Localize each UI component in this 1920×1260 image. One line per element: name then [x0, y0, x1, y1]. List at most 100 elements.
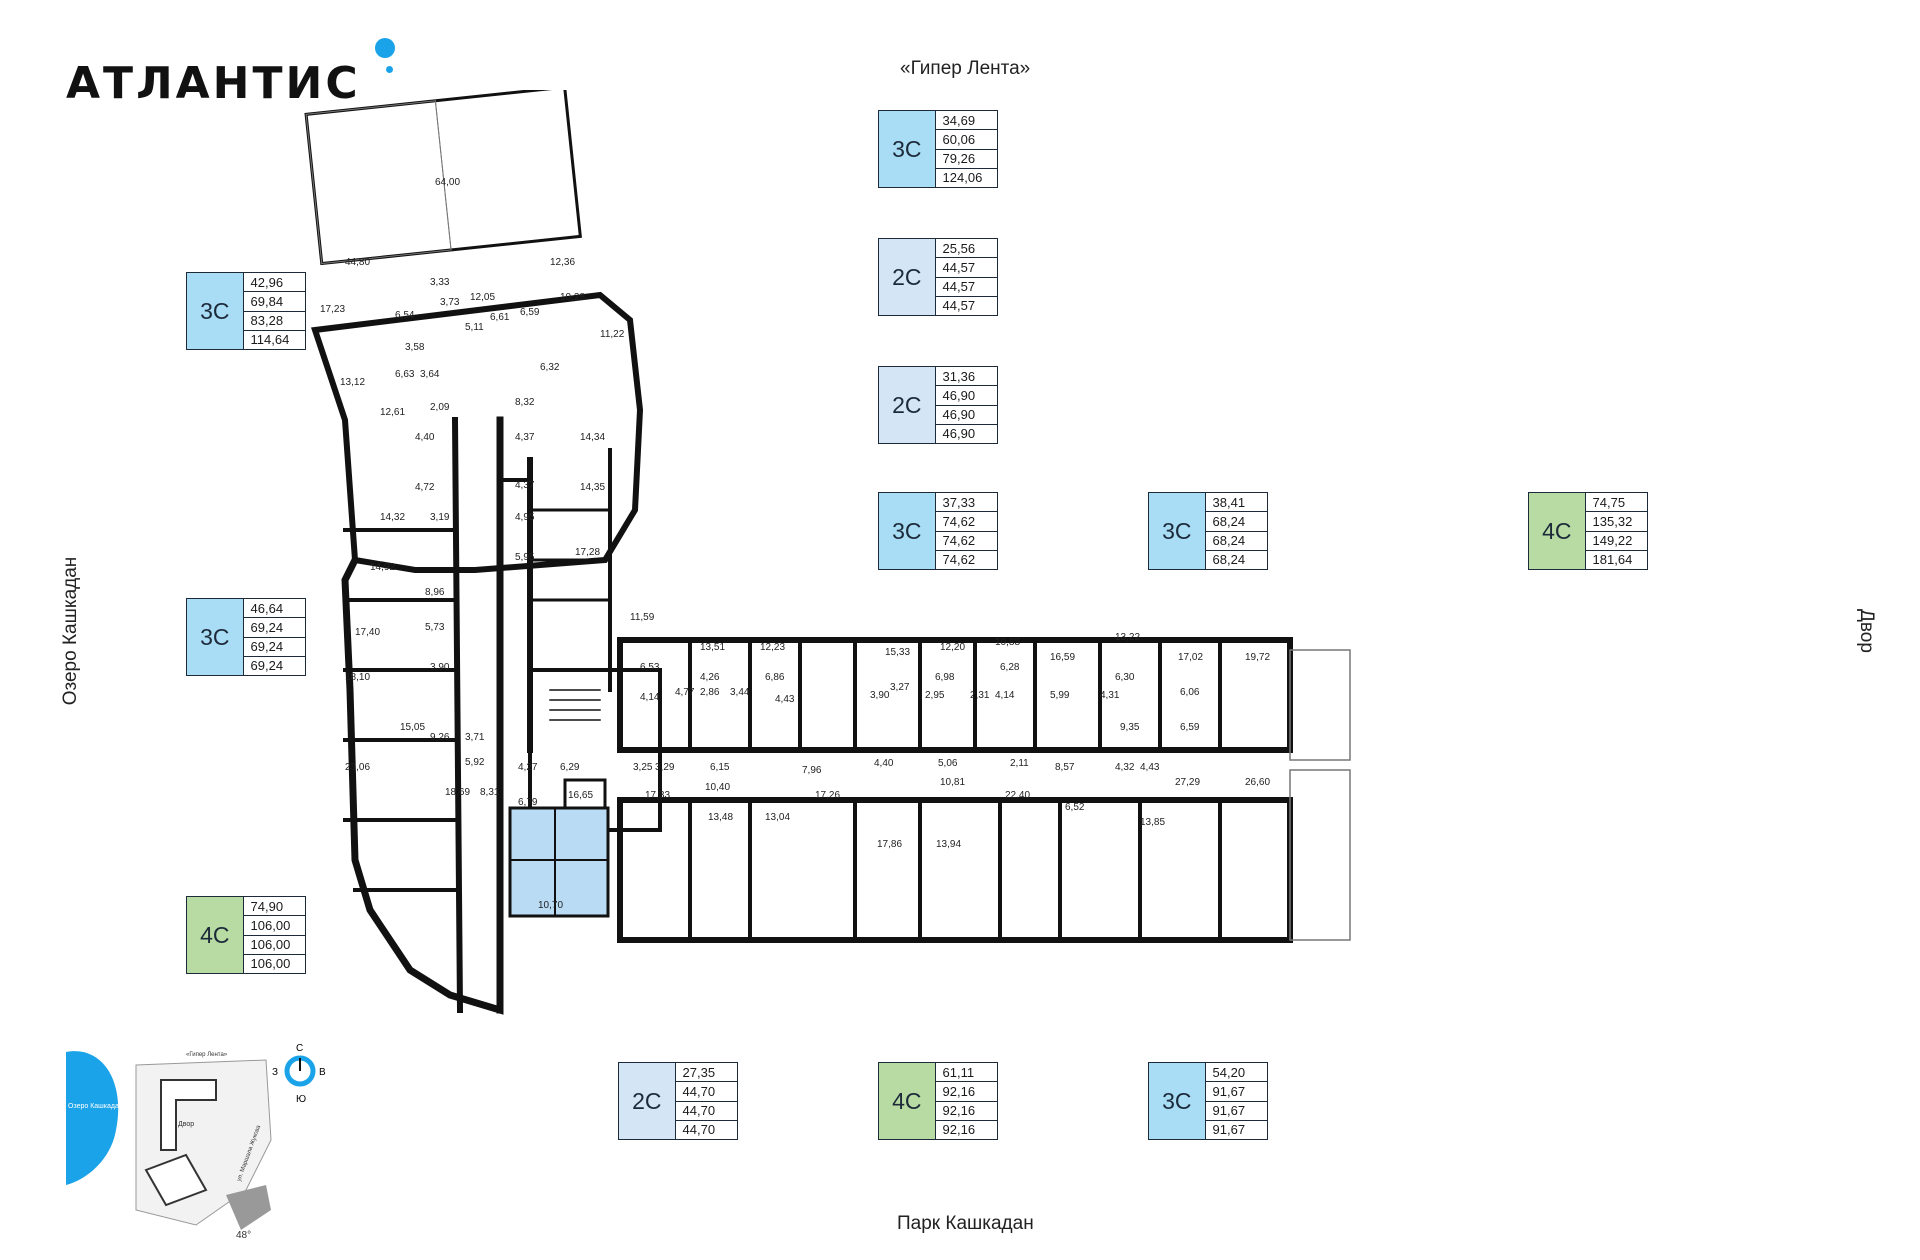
room-area: 13,12 — [340, 377, 365, 388]
room-area: 3,33 — [430, 277, 450, 288]
apartment-type: 3С — [879, 493, 936, 569]
room-area: 3,44 — [730, 687, 750, 698]
minimap-angle-label: 48° — [236, 1230, 251, 1240]
room-area: 18,10 — [345, 672, 370, 683]
area-value: 149,22 — [1585, 532, 1647, 551]
area-value: 54,20 — [1205, 1063, 1267, 1083]
room-area: 8,32 — [515, 397, 535, 408]
room-area: 4,14 — [640, 692, 660, 703]
area-value: 69,24 — [250, 658, 284, 674]
room-area: 5,99 — [1050, 690, 1070, 701]
room-area: 23,06 — [345, 762, 370, 773]
room-area: 26,60 — [1245, 777, 1270, 788]
room-area: 12,05 — [470, 292, 495, 303]
area-value: 44,57 — [935, 258, 997, 278]
apartment-type: 3С — [879, 111, 936, 187]
area-value: 74,75 — [1585, 493, 1647, 513]
room-area: 14,34 — [580, 432, 605, 443]
room-area: 3,90 — [430, 662, 450, 673]
room-area: 3,71 — [465, 732, 485, 743]
site-minimap: Озеро Кашкадан «Гипер Лента» Двор ул. Ма… — [66, 1051, 272, 1240]
room-area: 3,58 — [405, 342, 425, 353]
highlighted-apartment — [508, 806, 610, 918]
room-area: 4,72 — [415, 482, 435, 493]
room-area: 5,11 — [465, 322, 484, 333]
logo-dot-small-icon — [386, 66, 393, 73]
area-value: 46,90 — [935, 386, 997, 406]
area-value: 68,24 — [1205, 532, 1267, 551]
area-value: 44,57 — [942, 298, 976, 314]
room-area: 17,40 — [355, 627, 380, 638]
room-area: 4,37 — [515, 432, 535, 443]
area-value: 74,62 — [935, 512, 997, 532]
street-label-bottom: Парк Кашкадан — [897, 1213, 1034, 1234]
area-value: 46,64 — [243, 599, 305, 619]
area-value: 92,16 — [935, 1102, 997, 1121]
room-area: 6,59 — [1180, 722, 1200, 733]
room-area: 6,54 — [395, 310, 415, 321]
room-area: 3,25 — [633, 762, 653, 773]
floor-plan: 64,00 44,80 12,36 3,33 12,05 10,28 3,73 … — [304, 90, 1351, 1015]
street-label-left: Озеро Кашкадан — [60, 556, 81, 706]
room-area: 27,29 — [1175, 777, 1200, 788]
room-area: 6,86 — [765, 672, 785, 683]
compass-icon: С Ю З В — [272, 1043, 326, 1105]
room-area: 6,63 — [395, 369, 415, 380]
area-value: 106,00 — [243, 916, 305, 936]
room-area: 5,95 — [515, 552, 535, 563]
room-area: 4,40 — [415, 432, 435, 443]
room-area: 3,27 — [890, 682, 910, 693]
room-area: 17,02 — [1178, 652, 1203, 663]
svg-text:З: З — [272, 1067, 278, 1078]
room-area: 6,53 — [640, 662, 660, 673]
room-area: 7,96 — [802, 765, 822, 776]
area-value: 69,84 — [243, 292, 305, 312]
room-area: 11,59 — [630, 612, 655, 623]
room-area: 4,27 — [518, 762, 538, 773]
room-area: 12,20 — [940, 642, 965, 653]
room-area: 17,23 — [320, 304, 345, 315]
area-value: 60,06 — [935, 130, 997, 150]
area-value: 69,24 — [243, 618, 305, 638]
room-area: 17,28 — [575, 547, 600, 558]
room-area: 10,28 — [560, 292, 585, 303]
minimap-lake-label: Озеро Кашкадан — [68, 1103, 123, 1110]
area-value: 114,64 — [250, 332, 290, 348]
room-area: 3,90 — [870, 690, 890, 701]
room-area: 64,00 — [435, 177, 460, 188]
area-value: 91,67 — [1205, 1102, 1267, 1121]
room-area: 13,22 — [1115, 632, 1140, 643]
room-area: 16,59 — [1050, 652, 1075, 663]
room-area: 2,31 — [970, 690, 990, 701]
area-value: 27,35 — [675, 1063, 737, 1083]
room-area: 19,72 — [1245, 652, 1270, 663]
street-label-right: Двор — [1856, 609, 1877, 653]
room-area: 6,29 — [560, 762, 580, 773]
room-area: 10,40 — [705, 782, 730, 793]
apartment-type: 4С — [187, 897, 244, 973]
room-area: 13,85 — [1140, 817, 1165, 828]
room-area: 6,30 — [1115, 672, 1135, 683]
area-value: 74,62 — [942, 552, 976, 568]
area-value: 61,11 — [935, 1063, 997, 1083]
area-value: 91,67 — [1212, 1122, 1246, 1138]
room-area: 13,94 — [936, 839, 961, 850]
svg-text:В: В — [319, 1067, 326, 1078]
area-value: 106,00 — [250, 956, 291, 972]
west-wing-outer — [341, 555, 504, 1015]
area-value: 181,64 — [1592, 552, 1633, 568]
room-area: 2,09 — [430, 402, 450, 413]
area-value: 44,57 — [935, 278, 997, 297]
